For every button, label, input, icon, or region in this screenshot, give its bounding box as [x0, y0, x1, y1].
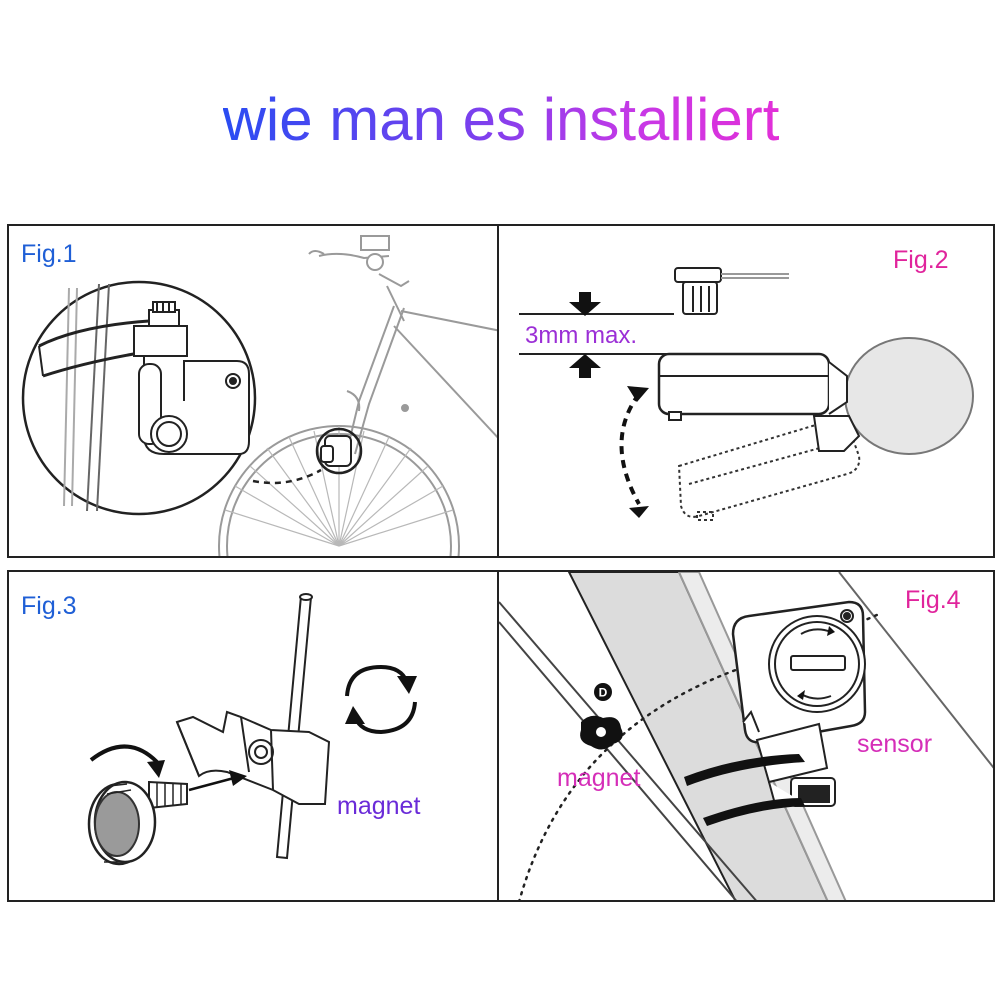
brake — [346, 390, 361, 412]
zoom-leader — [252, 468, 322, 485]
magnet-callout-fig4: magnet — [557, 764, 641, 792]
head-tube — [386, 285, 405, 322]
turn-arrow — [89, 744, 159, 764]
figure-2-illustration — [519, 267, 974, 521]
page-title: wie man es installiert — [222, 86, 780, 153]
figure-1-illustration — [21, 235, 497, 556]
insert-arrow — [188, 776, 235, 792]
figure-2-panel: Fig.2 3mm max. — [497, 224, 995, 558]
zoom-target-ring — [315, 427, 363, 475]
zoom-detail — [38, 283, 250, 512]
sensor-device — [731, 600, 867, 807]
thumbscrew-face — [94, 791, 140, 857]
strap-upper — [684, 754, 805, 786]
figure-3-illustration — [87, 593, 417, 866]
gap-callout: 3mm max. — [525, 322, 638, 349]
sensor-callout: sensor — [857, 730, 933, 758]
magnet-callout: magnet — [337, 792, 421, 820]
down-tube — [393, 325, 497, 439]
figure-3-panel: Fig.3 magnet — [7, 570, 499, 902]
marker-D — [594, 683, 612, 701]
spoke-c — [838, 572, 993, 769]
fork-2 — [354, 307, 405, 455]
rotate-arrow — [619, 392, 641, 505]
gap-arrow-up — [569, 354, 601, 378]
figure-1-label: Fig.1 — [21, 240, 77, 268]
figure-2-label: Fig.2 — [893, 246, 949, 274]
figure-4-label: Fig.4 — [905, 586, 961, 614]
stem — [378, 273, 410, 288]
strap-lower — [703, 798, 805, 826]
sensor-upper — [657, 352, 848, 421]
handlebar — [318, 252, 390, 260]
marker-D-label: D — [599, 686, 608, 700]
spoke-a — [499, 601, 757, 900]
spoke-rod — [275, 594, 313, 860]
wheel-disc — [844, 337, 974, 455]
rotate-both-icon — [345, 664, 417, 735]
computer-on-bar — [360, 235, 390, 251]
spoke-b — [499, 621, 737, 900]
figure-1-panel: Fig.1 — [7, 224, 499, 558]
magnet-clamp — [175, 710, 331, 805]
clamp — [812, 415, 861, 452]
figure-4-panel: Fig.4 sensor magnet — [497, 570, 995, 902]
fork-blade — [567, 572, 829, 900]
top-tube — [400, 310, 497, 332]
handlebar-grip — [308, 250, 325, 255]
frame-bolt — [401, 404, 409, 412]
spoke-magnet — [674, 267, 789, 315]
thumbscrew — [87, 780, 188, 866]
figure-4-illustration: D — [499, 572, 993, 900]
gap-arrow-down — [569, 292, 601, 316]
figure-3-label: Fig.3 — [21, 592, 77, 620]
